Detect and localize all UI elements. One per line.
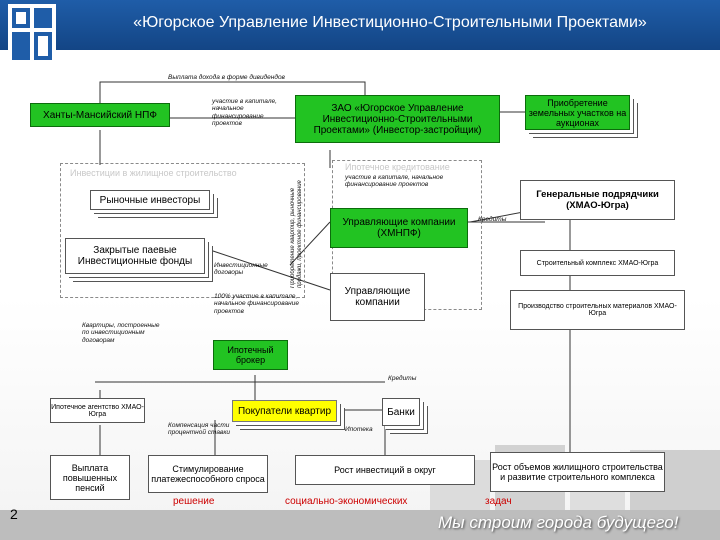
materials-production-box: Производство строительных материалов ХМА… (510, 290, 685, 330)
housing-investment-group (60, 163, 305, 298)
npf-box: Ханты-Мансийский НПФ (30, 103, 170, 127)
volume-growth-box: Рост объемов жилищного строительства и р… (490, 452, 665, 492)
dividends-note: Выплата дохода в форме дивидендов (168, 74, 285, 81)
participation-note-1: участие в капитале, начальное финансиров… (212, 98, 277, 128)
invest-housing-label: Инвестиции в жилищное строительство (70, 168, 237, 178)
contractors-box: Генеральные подрядчики (ХМАО-Югра) (520, 180, 675, 220)
invest-growth-box: Рост инвестиций в округ (295, 455, 475, 485)
footer-word-1: решение (173, 496, 215, 507)
mortgage-lending-label: Ипотечное кредитование (345, 162, 450, 172)
banks-box: Банки (382, 398, 420, 426)
slogan: Мы строим города будущего! (438, 513, 679, 532)
compensation-note: Компенсация части процентной ставки (168, 422, 231, 437)
hundred-percent-note: 100% участие в капитале, начальное финан… (214, 293, 299, 315)
stimul-box: Стимулирование платежеспособного спроса (148, 455, 268, 493)
vertical-note: Приобретение квартир, рыночные продажи, … (290, 180, 303, 288)
logo-icon (8, 4, 56, 66)
buyers-box: Покупатели квартир (232, 400, 337, 422)
credits-note-2: Кредиты (388, 375, 417, 382)
apartments-note: Квартиры, построенные по инвестиционным … (82, 322, 160, 344)
footer-word-2: социально-экономических (285, 496, 408, 507)
participation-note-2: участие в капитале, начальное финансиров… (345, 174, 444, 189)
broker-box: Ипотечный брокер (213, 340, 288, 370)
mortgage-note: Ипотека (345, 426, 373, 433)
zao-box: ЗАО «Югорское Управление Инвестиционно-С… (295, 95, 500, 143)
footer-word-3: задач (485, 496, 512, 507)
market-investors-box: Рыночные инвесторы (90, 190, 210, 210)
header-bar (0, 0, 720, 50)
funds-box: Закрытые паевые Инвестиционные фонды (65, 238, 205, 274)
credits-note-1: Кредиты (478, 216, 507, 223)
page-title: «Югорское Управление Инвестиционно-Строи… (133, 14, 647, 31)
page-number: 2 (10, 506, 18, 522)
invest-agreements-note: Инвестиционные договоры (214, 262, 268, 277)
mgmt-companies-box: Управляющие компании (330, 273, 425, 321)
mgmt-companies-npf-box: Управляющие компании (ХМНПФ) (330, 208, 468, 248)
pensions-box: Выплата повышенных пенсий (50, 455, 130, 500)
agency-box: Ипотечное агентство ХМАО-Югра (50, 398, 145, 423)
land-box: Приобретение земельных участков на аукци… (525, 95, 630, 130)
construction-complex-box: Строительный комплекс ХМАО-Югра (520, 250, 675, 276)
